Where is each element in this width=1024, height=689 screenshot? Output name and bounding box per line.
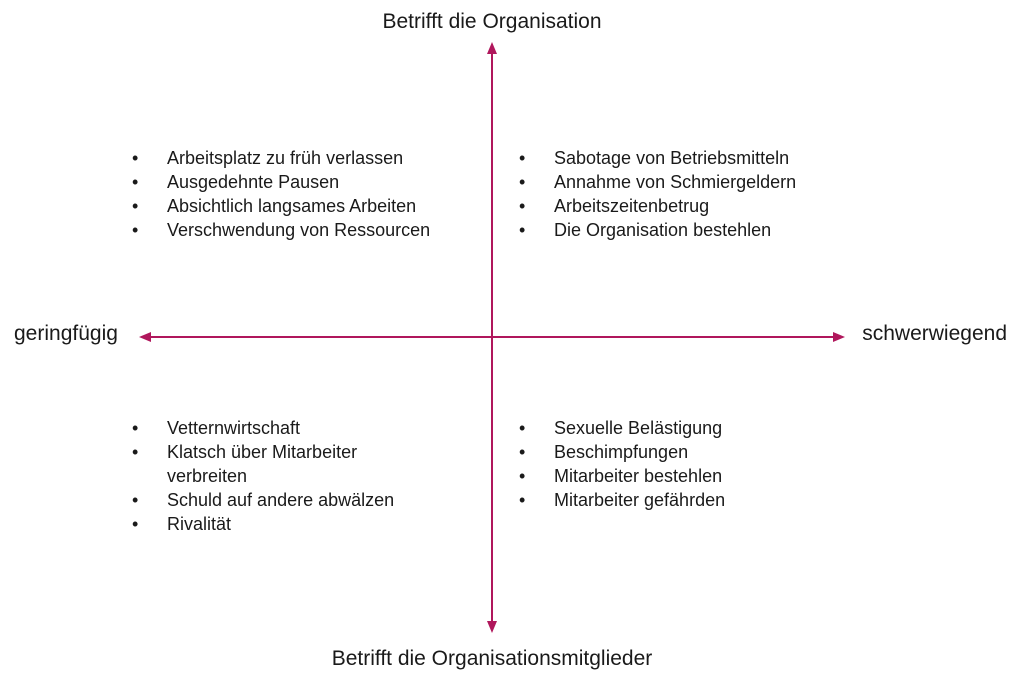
list-item: • Die Organisation bestehlen [519, 218, 849, 242]
list-item-text: Verschwendung von Ressourcen [167, 220, 431, 240]
bullet-icon: • [132, 172, 139, 192]
list-item-text: Arbeitsplatz zu früh verlassen [167, 148, 404, 168]
list-item-text: Vetternwirtschaft [167, 418, 301, 438]
list-item-text: Annahme von Schmiergeldern [554, 172, 797, 192]
list-item-text: Sabotage von Betriebsmitteln [554, 148, 790, 168]
list-item: • Arbeitsplatz zu früh verlassen [132, 146, 462, 170]
list-item-text: Sexuelle Belästigung [554, 418, 723, 438]
arrow-left-icon [139, 332, 151, 342]
bullet-icon: • [519, 418, 526, 438]
list-item-text: Schuld auf andere abwälzen [167, 490, 395, 510]
list-item: • Sexuelle Belästigung [519, 416, 849, 440]
list-item: • Mitarbeiter gefährden [519, 488, 849, 512]
axis-label-right: schwerwiegend [862, 322, 1007, 345]
list-item-text: Klatsch über Mitarbeiter verbreiten [167, 442, 358, 486]
list-item: • Absichtlich langsames Arbeiten [132, 194, 462, 218]
axis-label-bottom: Betrifft die Organisationsmitglieder [331, 647, 653, 670]
list-item-text: Die Organisation bestehlen [554, 220, 772, 240]
bullet-icon: • [519, 196, 526, 216]
list-item: • Vetternwirtschaft [132, 416, 432, 440]
list-item-text: Mitarbeiter gefährden [554, 490, 726, 510]
bullet-icon: • [132, 442, 139, 462]
arrow-right-icon [833, 332, 845, 342]
bullet-icon: • [519, 148, 526, 168]
axis-label-left: geringfügig [14, 322, 118, 345]
list-item: • Arbeitszeitenbetrug [519, 194, 849, 218]
bullet-icon: • [132, 418, 139, 438]
bullet-icon: • [132, 148, 139, 168]
list-item-text: Absichtlich langsames Arbeiten [167, 196, 417, 216]
bullet-icon: • [519, 172, 526, 192]
quadrant-bottom-left-list: • Vetternwirtschaft • Klatsch über Mitarbe… [132, 416, 432, 536]
list-item: • Verschwendung von Ressourcen [132, 218, 462, 242]
list-item: • Klatsch über Mitarbeiter verbreiten [132, 440, 432, 488]
quadrant-bottom-right-list: • Sexuelle Belästigung • Beschimpfungen • M… [519, 416, 849, 512]
arrow-down-icon [487, 621, 497, 633]
list-item-text: Beschimpfungen [554, 442, 689, 462]
list-item-text: Arbeitszeitenbetrug [554, 196, 710, 216]
bullet-icon: • [519, 466, 526, 486]
list-item: • Beschimpfungen [519, 440, 849, 464]
list-item: • Mitarbeiter bestehlen [519, 464, 849, 488]
bullet-icon: • [519, 490, 526, 510]
bullet-icon: • [132, 196, 139, 216]
list-item-text: Rivalität [167, 514, 232, 534]
list-item: • Ausgedehnte Pausen [132, 170, 462, 194]
list-item-text: Mitarbeiter bestehlen [554, 466, 723, 486]
bullet-icon: • [132, 490, 139, 510]
quadrant-top-left-list: • Arbeitsplatz zu früh verlassen • Ausgede… [132, 146, 462, 242]
list-item: • Annahme von Schmiergeldern [519, 170, 849, 194]
axis-label-top: Betrifft die Organisation [382, 10, 602, 33]
list-item: • Schuld auf andere abwälzen [132, 488, 432, 512]
bullet-icon: • [132, 514, 139, 534]
list-item-text: Ausgedehnte Pausen [167, 172, 340, 192]
horizontal-axis [139, 332, 845, 342]
quadrant-top-right-list: • Sabotage von Betriebsmitteln • Annahme v… [519, 146, 849, 242]
bullet-icon: • [519, 220, 526, 240]
bullet-icon: • [132, 220, 139, 240]
list-item: • Sabotage von Betriebsmitteln [519, 146, 849, 170]
bullet-icon: • [519, 442, 526, 462]
list-item: • Rivalität [132, 512, 432, 536]
arrow-up-icon [487, 42, 497, 54]
